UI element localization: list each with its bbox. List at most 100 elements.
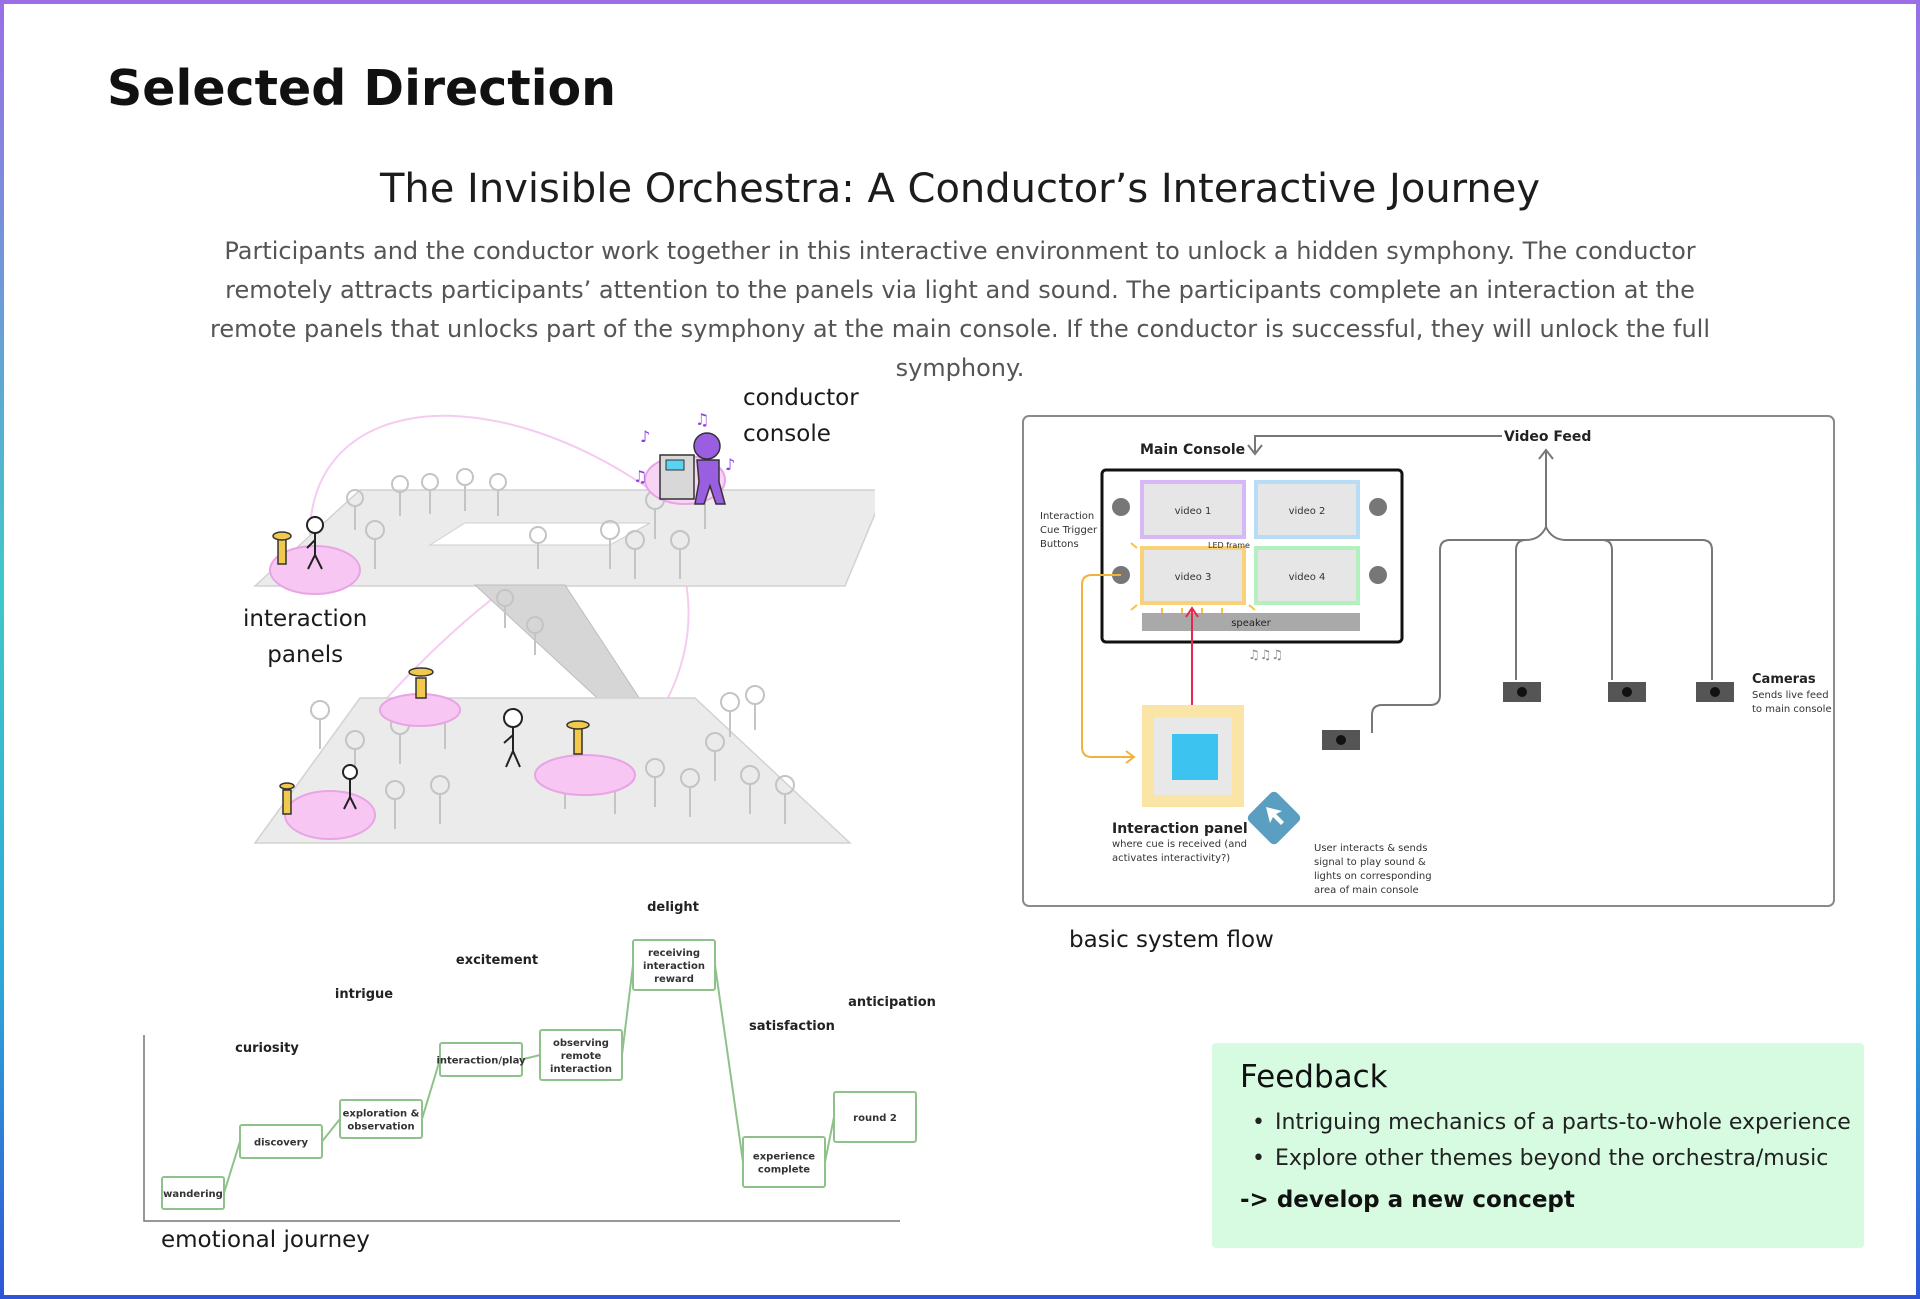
video-4-label: video 4 bbox=[1289, 572, 1326, 583]
cameras-desc: Sends live feed bbox=[1752, 690, 1829, 701]
bystander bbox=[740, 765, 760, 814]
speaker bbox=[1142, 613, 1360, 631]
bystander bbox=[625, 530, 645, 579]
cursor-icon bbox=[1247, 791, 1301, 845]
bystander bbox=[705, 732, 725, 781]
journey-step-label: round 2 bbox=[853, 1113, 897, 1124]
journey-step-box bbox=[439, 1042, 523, 1077]
bystander bbox=[720, 692, 740, 737]
feedback-card: Feedback Intriguing mechanics of a parts… bbox=[1212, 1043, 1864, 1248]
journey-step-label: complete bbox=[758, 1165, 810, 1176]
emotion-label: delight bbox=[647, 900, 699, 915]
panels-label-line: interaction bbox=[243, 606, 368, 632]
camera-icon bbox=[1608, 682, 1646, 702]
music-notes-icon: ♪♫♪♫ bbox=[633, 410, 735, 486]
music-notes-icon: ♫♫♫ bbox=[1248, 648, 1283, 663]
cue-trigger-button[interactable] bbox=[1369, 566, 1387, 584]
journey-step: interaction/play bbox=[436, 1042, 526, 1077]
interaction-glow bbox=[534, 754, 636, 796]
journey-step-label: receiving bbox=[648, 948, 700, 959]
cue-buttons-label-line: Cue Trigger bbox=[1040, 525, 1098, 536]
bystander bbox=[310, 700, 330, 749]
video-2-screen bbox=[1254, 480, 1360, 539]
journey-step-label: experience bbox=[753, 1152, 815, 1163]
interaction-panels-label: interaction panels bbox=[243, 601, 367, 673]
video-1-label: video 1 bbox=[1175, 506, 1212, 517]
bystander bbox=[430, 775, 450, 824]
video-4-screen bbox=[1254, 546, 1360, 605]
bystander bbox=[385, 780, 405, 829]
interaction-panel-desc: activates interactivity?) bbox=[1112, 853, 1230, 864]
system-flow-caption: basic system flow bbox=[1069, 927, 1274, 953]
conductor-label-line: console bbox=[743, 421, 831, 447]
participant bbox=[306, 516, 324, 570]
journey-step: exploration & observation bbox=[339, 1099, 423, 1139]
svg-text:♫: ♫ bbox=[695, 410, 709, 429]
conductor-figure bbox=[693, 432, 721, 460]
cue-buttons-label-line: Buttons bbox=[1040, 539, 1079, 550]
cue-buttons-label: Interaction bbox=[1040, 511, 1094, 522]
video-3-screen bbox=[1140, 546, 1246, 605]
interaction-panel bbox=[272, 531, 292, 565]
connection-arc bbox=[308, 414, 666, 581]
camera-icon bbox=[1322, 730, 1360, 750]
concept-description: Participants and the conductor work toge… bbox=[209, 237, 1710, 382]
bystander bbox=[526, 616, 544, 655]
bystander bbox=[365, 520, 385, 569]
video-feed-arrow bbox=[1254, 435, 1502, 452]
user-interaction-desc: signal to play sound & bbox=[1314, 857, 1426, 868]
bystander bbox=[745, 685, 765, 730]
journey-step-box bbox=[632, 939, 716, 991]
bystander bbox=[600, 520, 620, 569]
bystander bbox=[456, 468, 474, 511]
feedback-list: Intriguing mechanics of a parts-to-whole… bbox=[1240, 1105, 1851, 1177]
journey-step-label: interaction bbox=[643, 961, 705, 972]
cameras-title: Cameras bbox=[1752, 672, 1816, 687]
system-flow-diagram: Main Console Video Feed video 1 video 2 … bbox=[1022, 415, 1835, 907]
journey-axis bbox=[143, 1035, 900, 1222]
interaction-glow bbox=[284, 790, 376, 840]
cameras-desc: to main console bbox=[1752, 704, 1832, 715]
camera-icon bbox=[1696, 682, 1734, 702]
bystander bbox=[489, 473, 507, 516]
feedback-item: Intriguing mechanics of a parts-to-whole… bbox=[1240, 1105, 1851, 1141]
speaker-label: speaker bbox=[1231, 618, 1271, 629]
participant bbox=[342, 764, 358, 810]
journey-step-box bbox=[161, 1176, 225, 1210]
journey-step-label: observation bbox=[347, 1122, 414, 1133]
conductor-console-label: conductor console bbox=[743, 380, 859, 452]
bystander bbox=[346, 489, 364, 530]
journey-step: discovery bbox=[239, 1124, 323, 1159]
video-feed-label: Video Feed bbox=[1504, 429, 1591, 445]
journey-step: wandering bbox=[161, 1176, 225, 1210]
feedback-next-step: -> develop a new concept bbox=[1240, 1187, 1575, 1213]
cue-trigger-button[interactable] bbox=[1112, 498, 1130, 516]
crowd bbox=[310, 468, 795, 829]
journey-step-label: interaction/play bbox=[436, 1056, 526, 1067]
interaction-panel-title: Interaction panel bbox=[1112, 821, 1248, 837]
interaction-panel bbox=[408, 667, 434, 699]
interaction-panel-desc: where cue is received (and bbox=[1112, 839, 1247, 850]
journey-step-label: exploration & bbox=[343, 1109, 420, 1120]
emotion-label: curiosity bbox=[235, 1041, 299, 1056]
interaction-button[interactable] bbox=[1172, 734, 1218, 780]
conductor-console: ♪♫♪♫ bbox=[633, 410, 735, 505]
interaction-panel bbox=[279, 782, 295, 815]
bystander bbox=[391, 475, 409, 516]
journey-step-label: discovery bbox=[254, 1138, 309, 1149]
journey-step-label: wandering bbox=[163, 1189, 223, 1200]
led-frame-label: LED frame bbox=[1208, 541, 1250, 550]
bystander bbox=[670, 530, 690, 579]
journey-step-box bbox=[239, 1124, 323, 1159]
camera-icons bbox=[1322, 682, 1734, 750]
journey-step-label: remote bbox=[561, 1051, 602, 1062]
cue-trigger-button[interactable] bbox=[1369, 498, 1387, 516]
emotion-label: anticipation bbox=[848, 995, 936, 1010]
main-console-label: Main Console bbox=[1140, 442, 1245, 458]
feedback-title: Feedback bbox=[1240, 1059, 1388, 1095]
bystander bbox=[529, 526, 547, 569]
panels-label-line: panels bbox=[267, 642, 344, 668]
participant bbox=[503, 708, 523, 768]
